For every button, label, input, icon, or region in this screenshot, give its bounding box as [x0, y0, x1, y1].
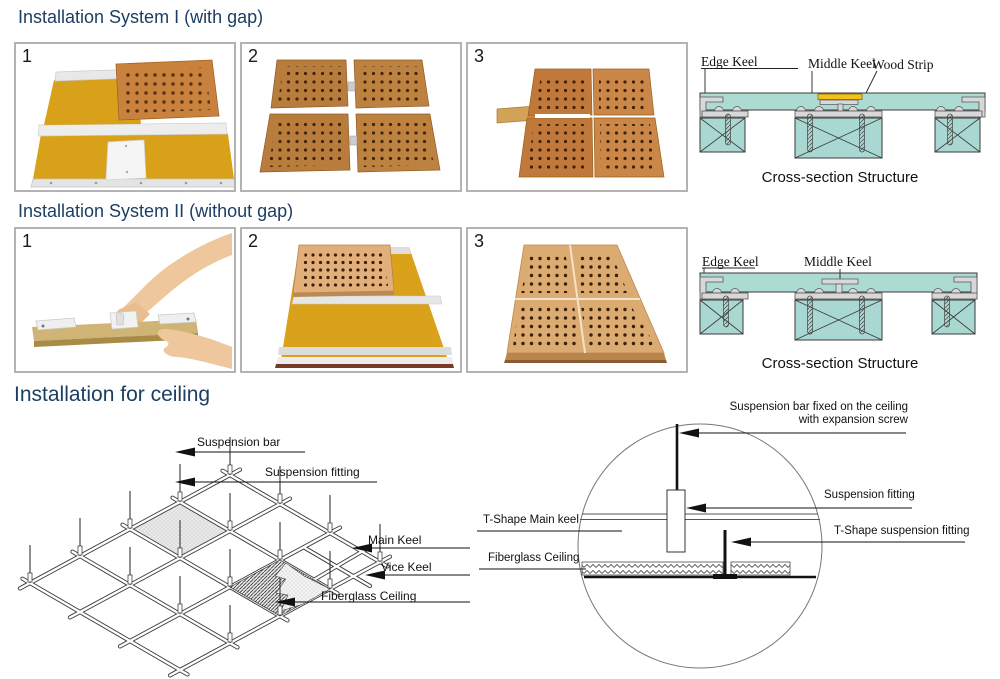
edge-keel-label: Edge Keel — [701, 54, 758, 69]
step-number: 2 — [248, 46, 259, 66]
keel-rails — [701, 110, 983, 118]
label-arrows — [175, 447, 385, 607]
cross-section-1-caption: Cross-section Structure — [761, 169, 919, 186]
system2-step3-photo: 3 — [466, 227, 688, 373]
fiberglass-ceiling-label: Fiberglass Ceiling — [321, 589, 417, 603]
cross-section-2-diagram — [699, 267, 978, 341]
system1-step2-photo: 2 — [240, 42, 462, 192]
step-number: 1 — [22, 231, 33, 251]
hands-installing-fitting-photo-graphic — [32, 233, 232, 369]
wood-strip-label: Wood Strip — [872, 57, 934, 72]
vice-keel-label: Vice Keel — [381, 560, 432, 574]
upper-arm-shape — [120, 233, 232, 321]
panel-over-base-photo-graphic — [275, 244, 454, 368]
suspension-bar-label: Suspension bar — [197, 435, 281, 449]
cross-section-1-diagram — [699, 68, 986, 159]
suspension-fitting-label: Suspension fitting — [265, 465, 360, 479]
fiberglass-band — [581, 561, 791, 576]
screws — [723, 295, 950, 335]
middle-keel-label: Middle Keel — [804, 254, 872, 269]
ceiling-title: Installation for ceiling — [14, 383, 211, 406]
suspension-fitting-label: Suspension fitting — [824, 489, 915, 501]
keel-rails — [701, 292, 978, 300]
system1-title: Installation System I (with gap) — [18, 7, 264, 27]
wood-strip — [817, 93, 863, 100]
t-shape-main-keel-lines — [580, 513, 820, 520]
cross-section-2-caption: Cross-section Structure — [761, 355, 919, 372]
suspension-bar-fixed-label-line1: Suspension bar fixed on the ceiling — [729, 401, 908, 413]
label-arrows — [679, 428, 751, 547]
t-profile-stem — [835, 283, 843, 294]
suspension-bar-fixed-label-line2: with expansion screw — [798, 414, 908, 426]
keel-rails — [18, 468, 392, 677]
t-shape-main-keel-label: T-Shape Main keel — [483, 514, 579, 526]
clip-bumps — [714, 106, 964, 112]
label-leader-lines — [477, 432, 965, 570]
label-leader-lines — [195, 451, 470, 603]
complete-perforated-panel-photo-graphic — [504, 244, 667, 363]
step-number: 3 — [474, 231, 485, 251]
t-shape-suspension-fitting-label: T-Shape suspension fitting — [834, 525, 970, 537]
screws — [725, 113, 953, 153]
four-panels-with-gap-photo-graphic — [259, 59, 441, 173]
step-number: 1 — [22, 46, 33, 66]
joined-panels-with-tab-photo-graphic — [496, 68, 665, 178]
t-profile-bar — [821, 278, 859, 285]
system1-step3-photo: 3 — [466, 42, 688, 192]
suspension-fitting — [666, 489, 686, 553]
step-number: 2 — [248, 231, 259, 251]
middle-keel-label: Middle Keel — [808, 56, 876, 71]
system1-step1-photo: 1 — [14, 42, 236, 192]
system2-title: Installation System II (without gap) — [18, 201, 294, 221]
system2-step2-photo: 2 — [240, 227, 462, 373]
ceiling-detail-diagram — [477, 423, 965, 669]
support-blocks — [699, 299, 976, 341]
system2-step1-photo: 1 — [14, 227, 236, 373]
fiberglass-ceiling-label: Fiberglass Ceiling — [488, 552, 580, 564]
lower-hand-shape — [157, 328, 232, 369]
t-fitting-foot — [713, 574, 737, 579]
leader-lines — [702, 267, 755, 273]
detail-circle — [577, 423, 823, 669]
panel-back-side-photo-graphic — [30, 59, 234, 188]
main-keel-label: Main Keel — [368, 533, 422, 547]
support-blocks — [699, 117, 981, 159]
ceiling-grid-diagram — [17, 437, 470, 678]
step-number: 3 — [474, 46, 485, 66]
edge-keel-label: Edge Keel — [702, 254, 759, 269]
suspension-bars — [27, 437, 383, 643]
